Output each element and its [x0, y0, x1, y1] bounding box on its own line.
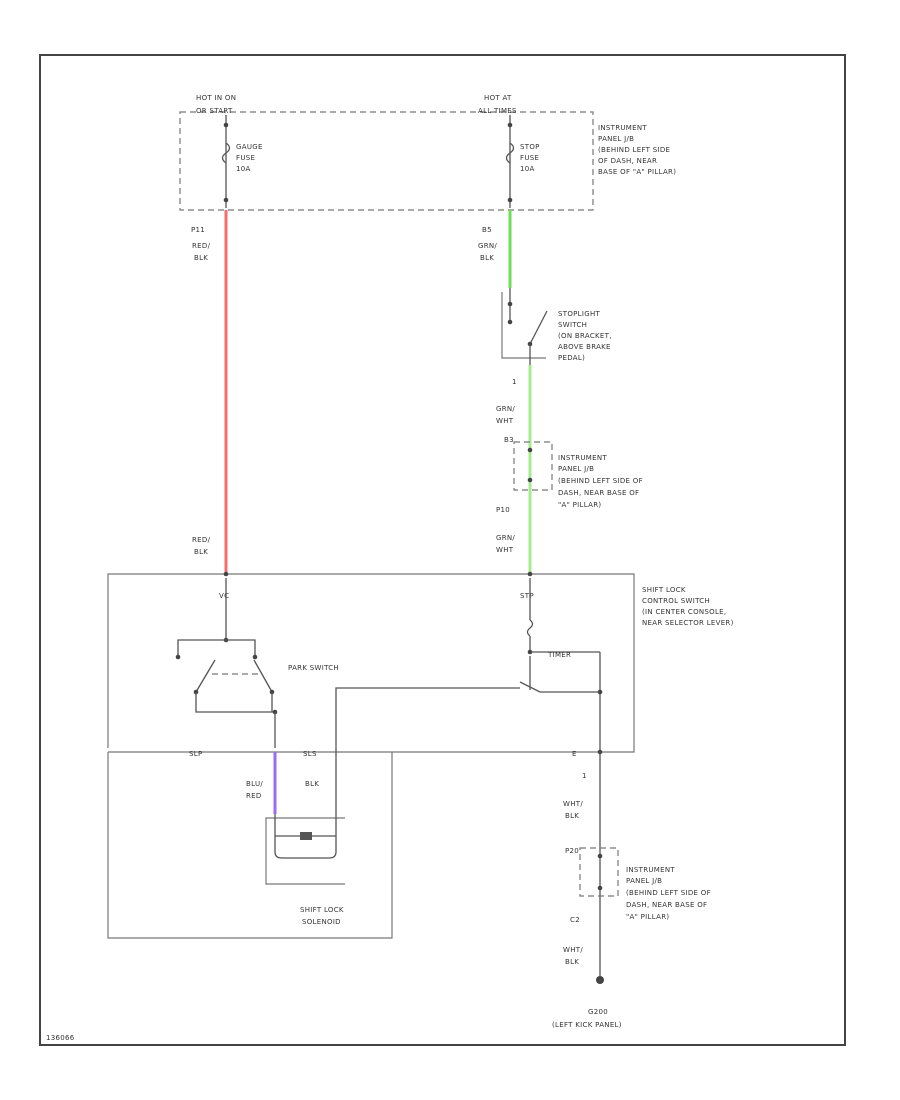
ip-junction-2-label-1: INSTRUMENT [626, 866, 675, 874]
stop-fuse-line-1: STOP [520, 143, 540, 151]
stoplight-pin: 1 [512, 378, 517, 386]
fuse-block-label-2: PANEL J/B [598, 135, 634, 143]
solenoid-section-outline [107, 752, 393, 939]
left-wire: P11 RED/ BLK RED/ BLK [191, 210, 228, 572]
stoplight-switch-outline [501, 292, 546, 359]
fuse-block-label-4: OF DASH, NEAR [598, 157, 657, 165]
left-wire-color-2: BLK [194, 254, 208, 262]
control-switch-outline [107, 573, 635, 753]
shift-lock-control-switch: VC STP SHIFT LOCK CONTROL SWITCH (IN CEN… [107, 571, 734, 758]
pin-slp: SLP [189, 750, 202, 758]
pin-stp: STP [520, 592, 534, 600]
solenoid-wire1-color-1: BLU/ [246, 780, 263, 788]
ip-junction-1-label-2: PANEL J/B [558, 465, 594, 473]
right-wire-pin: B5 [482, 226, 492, 234]
stoplight-label-5: PEDAL) [558, 354, 585, 362]
left-wire-lower-color-1: RED/ [192, 536, 211, 544]
left-source-line-2: OR START [196, 107, 233, 115]
stoplight-switch-blade [529, 310, 548, 345]
right-wire-color-1: GRN/ [478, 242, 497, 250]
stoplight-label-3: (ON BRACKET, [558, 332, 612, 340]
ip-junction-1-color-2: WHT [496, 546, 514, 554]
ip-junction-2-label-3: (BEHIND LEFT SIDE OF [626, 889, 711, 897]
solenoid-outline [265, 817, 345, 885]
fuse-block-label-3: (BEHIND LEFT SIDE [598, 146, 670, 154]
ground-location: (LEFT KICK PANEL) [552, 1021, 622, 1029]
solenoid-label-2: SOLENOID [302, 918, 341, 926]
ip-junction-1: B3 P10 INSTRUMENT PANEL J/B (BEHIND LEFT… [496, 436, 643, 554]
gauge-fuse-line-2: FUSE [236, 154, 255, 162]
gauge-fuse-line-1: GAUGE [236, 143, 263, 151]
pin-vc: VC [219, 592, 229, 600]
fuse-block: HOT IN ON OR START HOT AT ALL TIMES GAUG… [179, 94, 676, 211]
ip-junction-2-color-1: WHT/ [563, 946, 583, 954]
park-switch-blade-left [195, 659, 216, 693]
solenoid-coil [300, 832, 312, 840]
ip-junction-2-pin-bottom: C2 [570, 916, 580, 924]
pin-sls: SLS [303, 750, 317, 758]
diagram-id: 136066 [46, 1034, 75, 1042]
stoplight-color-1: GRN/ [496, 405, 515, 413]
ip-junction-1-pin-bottom: P10 [496, 506, 510, 514]
stop-fuse-line-2: FUSE [520, 154, 539, 162]
fuse-block-label-5: BASE OF "A" PILLAR) [598, 168, 676, 176]
stop-fuse-symbol [505, 142, 515, 164]
fuse-block-outline [179, 111, 594, 211]
ip-junction-1-pin-top: B3 [504, 436, 514, 444]
ground-id: G200 [588, 1008, 608, 1016]
diagram-frame [39, 54, 846, 1046]
ground-wire-pin: 1 [582, 772, 587, 780]
solenoid-wire1-color-2: RED [246, 792, 262, 800]
ip-junction-2-label-4: DASH, NEAR BASE OF [626, 901, 707, 909]
solenoid-wire2-color: BLK [305, 780, 319, 788]
ip-junction-2-label-5: "A" PILLAR) [626, 913, 669, 921]
fuse-block-label-1: INSTRUMENT [598, 124, 647, 132]
right-wire-color-2: BLK [480, 254, 494, 262]
stop-fuse-line-3: 10A [520, 165, 535, 173]
ip-junction-1-label-1: INSTRUMENT [558, 454, 607, 462]
stoplight-label-1: STOPLIGHT [558, 310, 601, 318]
ground-symbol [596, 976, 604, 984]
ip-junction-2-label-2: PANEL J/B [626, 877, 662, 885]
control-switch-label-4: NEAR SELECTOR LEVER) [642, 619, 734, 627]
ip-junction-1-label-3: (BEHIND LEFT SIDE OF [558, 477, 643, 485]
stoplight-label-2: SWITCH [558, 321, 587, 329]
timer-label: TIMER [547, 651, 571, 659]
stoplight-color-2: WHT [496, 417, 514, 425]
gauge-fuse-symbol [221, 142, 231, 164]
ground-wire-color-2: BLK [565, 812, 579, 820]
left-wire-lower-color-2: BLK [194, 548, 208, 556]
ground-circuit: 1 WHT/ BLK P20 C2 INSTRUMENT PANEL J/B (… [552, 752, 711, 1029]
ground-wire-color-1: WHT/ [563, 800, 583, 808]
park-switch-blade-right [253, 659, 273, 693]
solenoid-label-1: SHIFT LOCK [300, 906, 344, 914]
control-switch-label-1: SHIFT LOCK [642, 586, 686, 594]
ip-junction-2-color-2: BLK [565, 958, 579, 966]
ip-junction-2-outline [579, 847, 619, 897]
control-switch-label-2: CONTROL SWITCH [642, 597, 710, 605]
ip-junction-1-label-5: "A" PILLAR) [558, 501, 601, 509]
ip-junction-1-color-1: GRN/ [496, 534, 515, 542]
right-source-line-1: HOT AT [484, 94, 512, 102]
left-wire-pin: P11 [191, 226, 205, 234]
right-source-line-2: ALL TIMES [478, 107, 517, 115]
right-wire: B5 GRN/ BLK [478, 210, 512, 288]
park-switch-label: PARK SWITCH [288, 664, 339, 672]
left-wire-color-1: RED/ [192, 242, 211, 250]
pin-e: E [572, 750, 577, 758]
shift-lock-solenoid: BLU/ RED BLK SHIFT LOCK SOLENOID [107, 752, 393, 939]
ip-junction-1-outline [513, 441, 553, 491]
control-switch-label-3: (IN CENTER CONSOLE, [642, 608, 726, 616]
left-source-line-1: HOT IN ON [196, 94, 236, 102]
stoplight-label-4: ABOVE BRAKE [558, 343, 611, 351]
ip-junction-2-pin-top: P20 [565, 847, 579, 855]
stoplight-switch: STOPLIGHT SWITCH (ON BRACKET, ABOVE BRAK… [496, 288, 612, 425]
gauge-fuse-line-3: 10A [236, 165, 251, 173]
ip-junction-1-label-4: DASH, NEAR BASE OF [558, 489, 639, 497]
